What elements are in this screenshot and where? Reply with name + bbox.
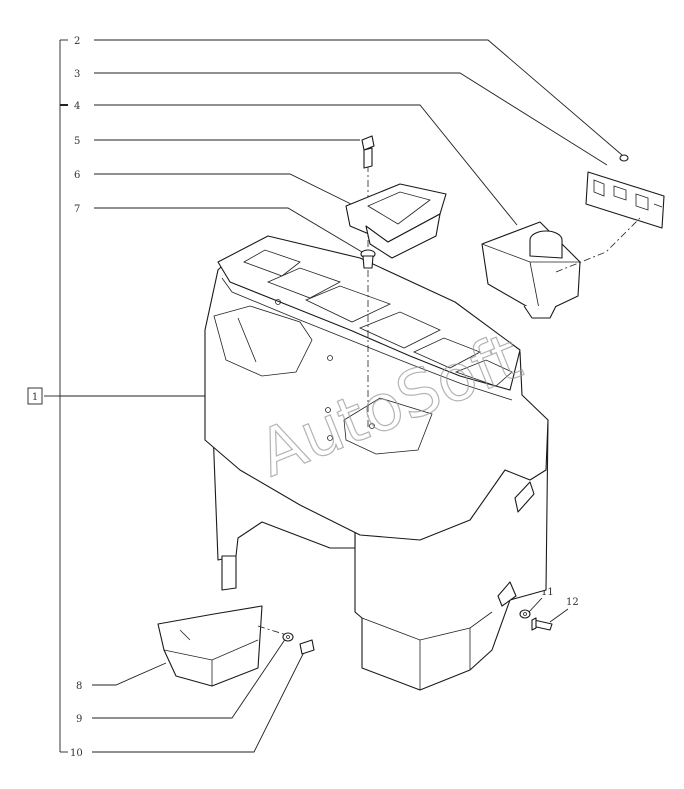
callout-10[interactable]: 10 [70, 647, 307, 759]
callout-6-label: 6 [74, 170, 80, 181]
bolt-part-10 [299, 639, 315, 655]
bolt-part-5 [361, 135, 375, 169]
main-housing [204, 235, 549, 691]
callout-5-label: 5 [74, 136, 80, 147]
washer-part-9 [282, 632, 294, 642]
switch-panel-part-3 [585, 171, 665, 229]
callout-8[interactable]: 8 [76, 662, 167, 692]
callout-3[interactable]: 3 [74, 69, 608, 166]
washer-part-11 [519, 609, 531, 619]
side-bracket-part-8 [157, 605, 263, 687]
callout-7[interactable]: 7 [74, 204, 363, 253]
callout-11[interactable]: 11 [527, 587, 554, 614]
screw-part-2 [619, 154, 629, 162]
callout-3-label: 3 [74, 69, 80, 80]
fastener-part-7 [360, 249, 376, 269]
bolt-part-12 [531, 617, 553, 631]
callout-11-label: 11 [541, 587, 554, 598]
callout-7-label: 7 [74, 204, 80, 215]
callout-5[interactable]: 5 [74, 136, 360, 147]
cover-plate-part-6 [345, 183, 447, 259]
callout-10-label: 10 [70, 748, 83, 759]
callout-9[interactable]: 9 [76, 637, 287, 725]
callout-1[interactable]: 1 [27, 387, 232, 405]
callout-1-label: 1 [32, 392, 38, 403]
callout-12-label: 12 [566, 597, 579, 608]
callout-2[interactable]: 2 [74, 36, 623, 156]
callout-8-label: 8 [76, 681, 82, 692]
callout-9-label: 9 [76, 714, 82, 725]
callout-12[interactable]: 12 [549, 597, 579, 623]
callout-6[interactable]: 6 [74, 170, 356, 207]
callout-4[interactable]: 4 [74, 101, 518, 226]
callout-2-label: 2 [74, 36, 80, 47]
switch-module-part-4 [481, 221, 581, 319]
callout-4-label: 4 [74, 101, 80, 112]
